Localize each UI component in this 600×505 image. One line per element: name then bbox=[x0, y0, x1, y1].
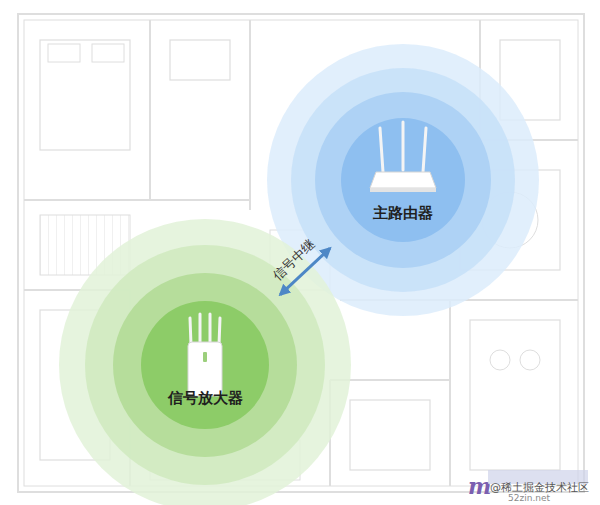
watermark-url: 52zin.net bbox=[508, 493, 550, 503]
router-icon bbox=[370, 122, 436, 192]
floor-plan bbox=[18, 14, 584, 492]
node-label: 信号放大器 bbox=[102, 389, 308, 408]
repeater-node: 信号放大器 bbox=[102, 262, 308, 468]
watermark-text: @稀土掘金技术社区 bbox=[490, 480, 589, 495]
svg-text:m: m bbox=[468, 473, 491, 499]
repeater-icon bbox=[188, 314, 222, 396]
repeater-coverage bbox=[59, 219, 351, 505]
router-node: 主路由器 bbox=[303, 80, 503, 280]
node-label: 主路由器 bbox=[303, 204, 503, 223]
